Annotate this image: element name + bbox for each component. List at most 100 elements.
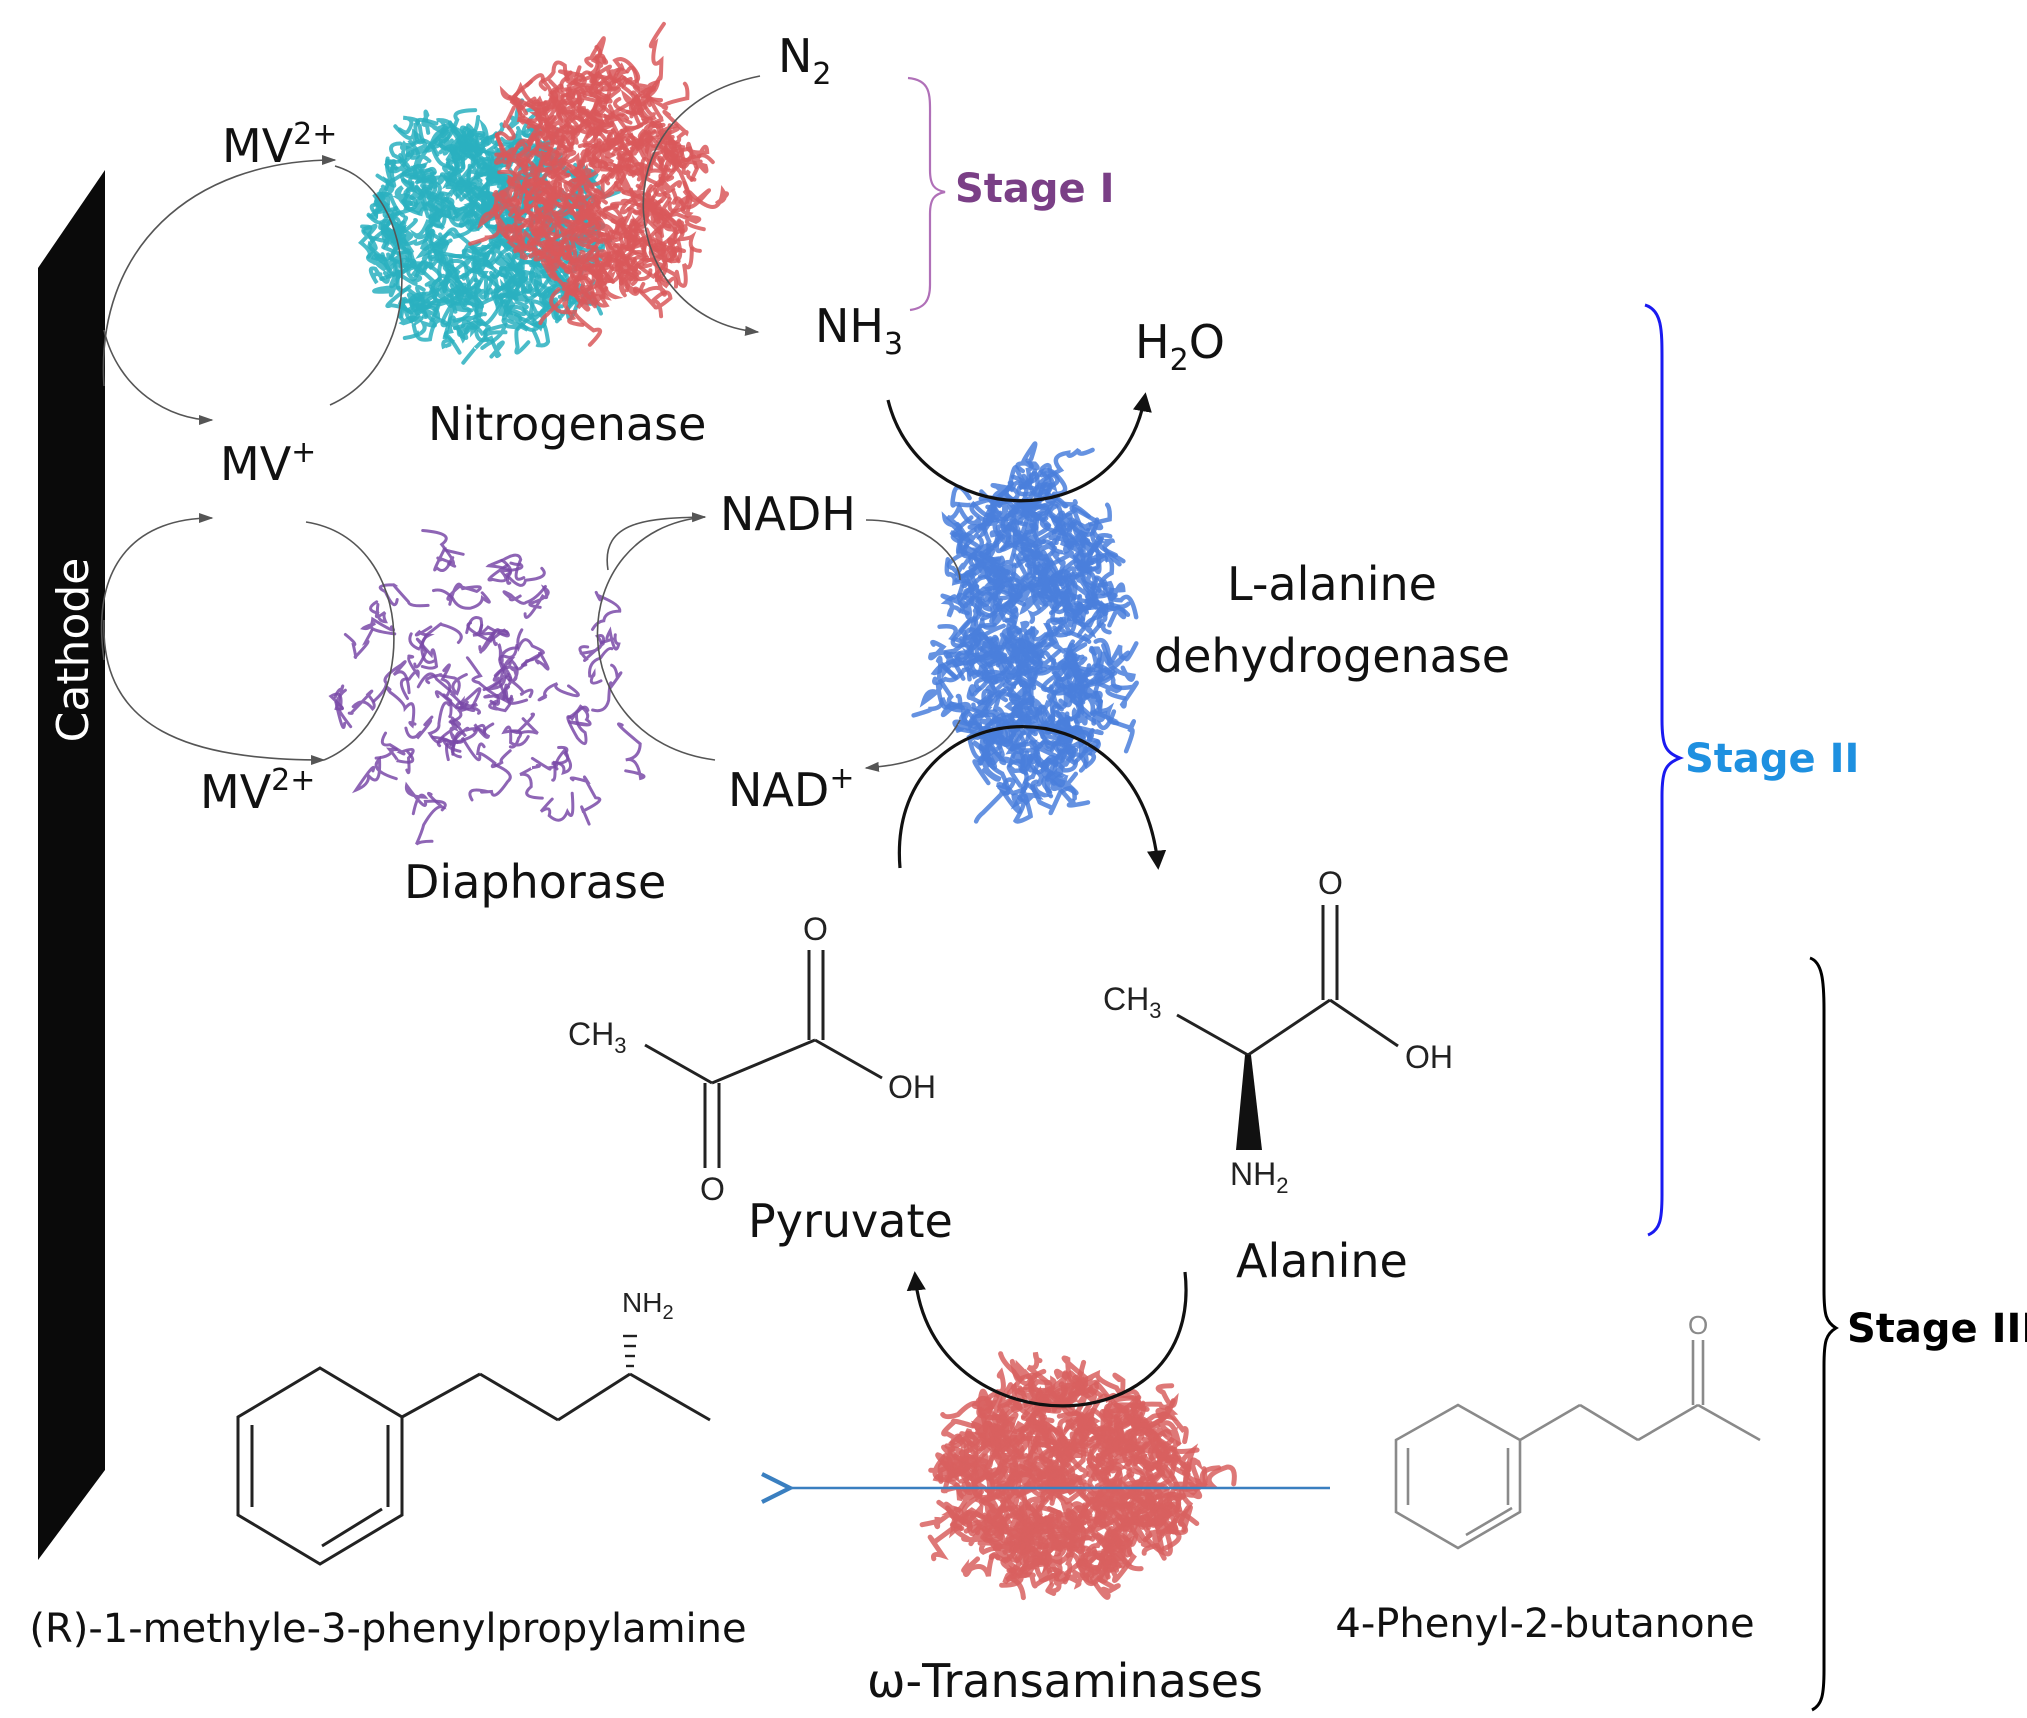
ribbon-segment [610,116,661,150]
ribbon-segment [1069,669,1115,721]
ribbon-segment [494,105,516,160]
ribbon-segment [988,1407,1006,1451]
ribbon-segment [1023,505,1051,545]
ribbon-segment [1056,1411,1109,1449]
ribbon-segment [1026,1351,1053,1398]
ribbon-segment [1071,603,1109,628]
ribbon-segment [425,673,468,696]
ribbon-segment [424,108,478,168]
ribbon-segment [1102,1402,1140,1428]
arrow-ald-to-nad [864,719,961,772]
ribbon-segment [940,580,975,614]
ribbon-segment [667,180,712,213]
alanine-atoms: CH3 O OH NH2 [1103,865,1453,1198]
svg-text:O: O [1318,865,1343,901]
ribbon-segment [1081,1554,1112,1586]
ribbon-segment [523,584,550,619]
svg-text:O: O [803,911,828,947]
ribbon-segment [415,171,438,190]
ribbon-segment [1028,1411,1052,1448]
ribbon-segment [557,125,581,150]
ribbon-segment [480,322,508,350]
ribbon-segment [928,636,965,661]
ribbon-segment [977,1529,1005,1556]
mv-redox-arrows [100,75,961,772]
ribbon-segment [507,98,525,130]
ribbon-segment [1118,1479,1169,1511]
ribbon-segment [504,126,538,160]
ribbon-segment [1006,670,1032,720]
ribbon-segment [557,94,603,116]
ribbon-segment [1144,1509,1200,1557]
ribbon-segment [478,628,509,654]
ribbon-segment [1090,710,1137,754]
ribbon-segment [594,256,619,286]
ribbon-segment [385,284,428,325]
ribbon-segment [516,628,545,667]
ribbon-segment [360,616,397,636]
product-label: (R)-1-methyle-3-phenylpropylamine [29,1606,746,1652]
ribbon-segment [948,1428,980,1449]
stage3-label: Stage III [1847,1306,2027,1352]
arrow-cathode-to-mv-red [103,329,214,426]
ribbon-segment [612,57,641,85]
ribbon-segment [369,600,388,624]
ribbon-segment [374,747,415,764]
arrow-diaphorase-mv-cycle [305,521,395,761]
ribbon-segment [539,181,561,204]
ribbon-segment [987,625,1025,668]
arrow-nitrogenase-n2-to-nh3 [642,75,761,336]
ribbon-segment [1084,551,1126,604]
arrow-cathode-to-mv-ox-top [102,154,337,387]
ribbon-segment [673,155,709,182]
ribbon-segment [979,542,1002,579]
transaminase-label: ω-Transaminases [867,1654,1263,1708]
ribbon-segment [404,715,434,740]
ribbon-segment [584,36,609,68]
ribbon-segment [656,109,689,146]
ribbon-segment [650,208,684,241]
ribbon-segment [411,316,450,342]
ribbon-segment [427,701,462,753]
ribbon-segment [436,118,466,153]
ribbon-segment [599,626,621,651]
ribbon-segment [538,150,560,180]
ribbon-segment [613,89,643,117]
ribbon-segment [1098,651,1136,682]
ribbon-segment [408,622,463,651]
ribbon-segment [962,658,1004,684]
ribbon-segment [968,688,1007,734]
product-hashed-bond [623,1334,637,1368]
ribbon-segment [651,120,678,171]
ribbon-segment [1016,620,1059,642]
ribbon-segment [1047,1511,1084,1548]
ribbon-segment [953,1526,994,1547]
ribbon-segment [1022,1511,1055,1538]
ribbon-segment [945,1505,989,1536]
svg-text:CH3: CH3 [1103,981,1161,1023]
ribbon-segment [646,188,683,247]
ribbon-segment [465,615,498,647]
ribbon-segment [378,583,430,608]
alanine-dh-label-line1: L-alanine [1227,557,1437,611]
ribbon-segment [366,191,406,225]
ribbon-segment [567,704,592,727]
ribbon-segment [1107,1403,1151,1435]
ribbon-segment [526,215,555,260]
ribbon-segment [561,281,593,296]
nh3-label: NH3 [815,299,903,362]
substrate-label: 4-Phenyl-2-butanone [1335,1601,1754,1647]
ribbon-segment [512,229,536,254]
ribbon-segment [586,198,604,250]
ribbon-segment [950,484,993,518]
ribbon-segment [674,218,702,253]
ribbon-segment [1015,441,1040,474]
ribbon-segment [473,273,496,300]
ribbon-segment [1134,1398,1176,1430]
ribbon-segment [968,590,997,634]
ribbon-segment [549,287,603,347]
ribbon-segment [413,625,435,669]
ribbon-segment [1045,1574,1069,1596]
ribbon-segment [569,209,601,234]
